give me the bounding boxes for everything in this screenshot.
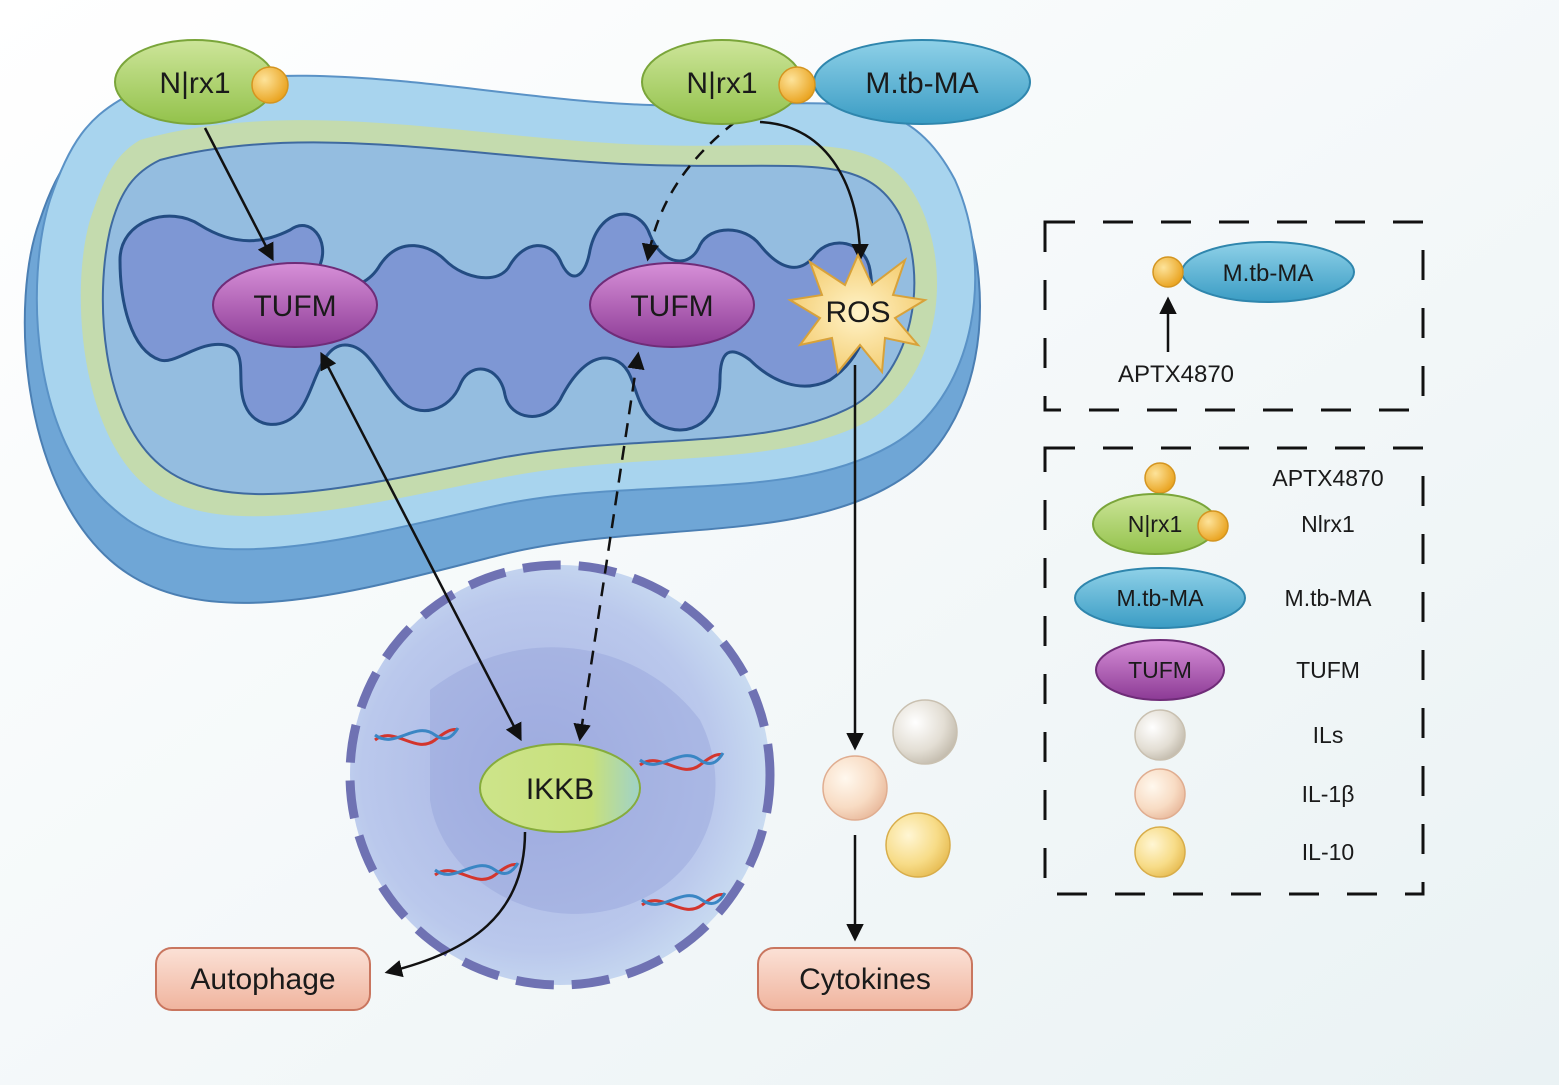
- legend-symbol-mtb-ma: M.tb-MA: [1117, 585, 1205, 611]
- aptx-dot-icon: [251, 66, 289, 104]
- legend-yellow-dot-icon: [1144, 462, 1176, 494]
- legend-symbol-nlrx1: N|rx1: [1128, 511, 1183, 537]
- edge-ikkb-to-autophage: [384, 831, 527, 978]
- ros-label: ROS: [825, 296, 890, 329]
- aptx-dot-icon: [1197, 510, 1229, 542]
- node-mtb-ma: M.tb-MA: [813, 39, 1031, 125]
- node-autophage: Autophage: [155, 947, 371, 1011]
- nlrx1-left-label: N|rx1: [159, 67, 230, 100]
- legend-label-nlrx1: Nlrx1: [1301, 511, 1355, 537]
- inset-aptx-label: APTX4870: [1118, 361, 1234, 388]
- dna-icon: [641, 892, 727, 911]
- legend-label-ils: ILs: [1313, 722, 1344, 748]
- node-ikkb: IKKB: [479, 743, 641, 833]
- legend-label-il-1b: IL-1β: [1302, 781, 1355, 807]
- edge-nlrx1-to-tufm-right: [641, 121, 736, 262]
- legend-blue-oval-icon: [1074, 567, 1246, 629]
- inset-mtb-ma-label: M.tb-MA: [1223, 260, 1314, 287]
- edge-nlrx1-to-ros: [759, 120, 869, 262]
- legend-label-il-10: IL-10: [1302, 839, 1354, 865]
- legend-label-tufm: TUFM: [1296, 657, 1360, 683]
- aptx-dot-icon: [1152, 256, 1184, 288]
- cytokines-label: Cytokines: [799, 963, 931, 996]
- legend-peach-sphere-icon: [1134, 768, 1186, 820]
- legend-purple-oval-icon: [1095, 639, 1225, 701]
- tufm-left-label: TUFM: [253, 290, 336, 323]
- edges: [203, 120, 869, 978]
- ikkb-label: IKKB: [526, 773, 594, 806]
- dna-icon: [434, 862, 520, 881]
- nuclear-envelope: [345, 560, 775, 990]
- node-cytokines: Cytokines: [757, 947, 973, 1011]
- legend-label-aptx: APTX4870: [1272, 465, 1383, 491]
- edge-nlrx1-to-tufm-left: [203, 127, 274, 262]
- node-nlrx1-left: N|rx1: [114, 39, 289, 125]
- autophage-label: Autophage: [190, 963, 335, 996]
- dna-icon: [639, 752, 725, 771]
- node-ros: ROS: [787, 252, 928, 375]
- edge-tufm-right-ikkb: [573, 351, 645, 742]
- nlrx1-right-label: N|rx1: [686, 67, 757, 100]
- legend-symbol-tufm: TUFM: [1128, 657, 1192, 683]
- gray-sphere-icon: [892, 699, 958, 765]
- node-tufm-left: TUFM: [212, 262, 378, 348]
- cytokine-spheres: [822, 699, 958, 878]
- yellow-sphere-icon: [885, 812, 951, 878]
- legend-yellow-sphere-icon: [1134, 826, 1186, 878]
- legend: APTX4870 N|rx1 Nlrx1 M.tb-MA M.tb-MA TUF…: [1043, 446, 1425, 896]
- inset-panel: M.tb-MA APTX4870: [1043, 220, 1425, 412]
- edge-tufm-left-ikkb: [320, 351, 522, 742]
- tufm-right-label: TUFM: [630, 290, 713, 323]
- node-tufm-right: TUFM: [589, 262, 755, 348]
- legend-gray-sphere-icon: [1134, 709, 1186, 761]
- legend-label-mtb-ma: M.tb-MA: [1285, 585, 1373, 611]
- mtb-ma-label: M.tb-MA: [865, 67, 978, 100]
- aptx-dot-icon: [778, 66, 816, 104]
- peach-sphere-icon: [822, 755, 888, 821]
- node-nlrx1-right: N|rx1: [641, 39, 816, 125]
